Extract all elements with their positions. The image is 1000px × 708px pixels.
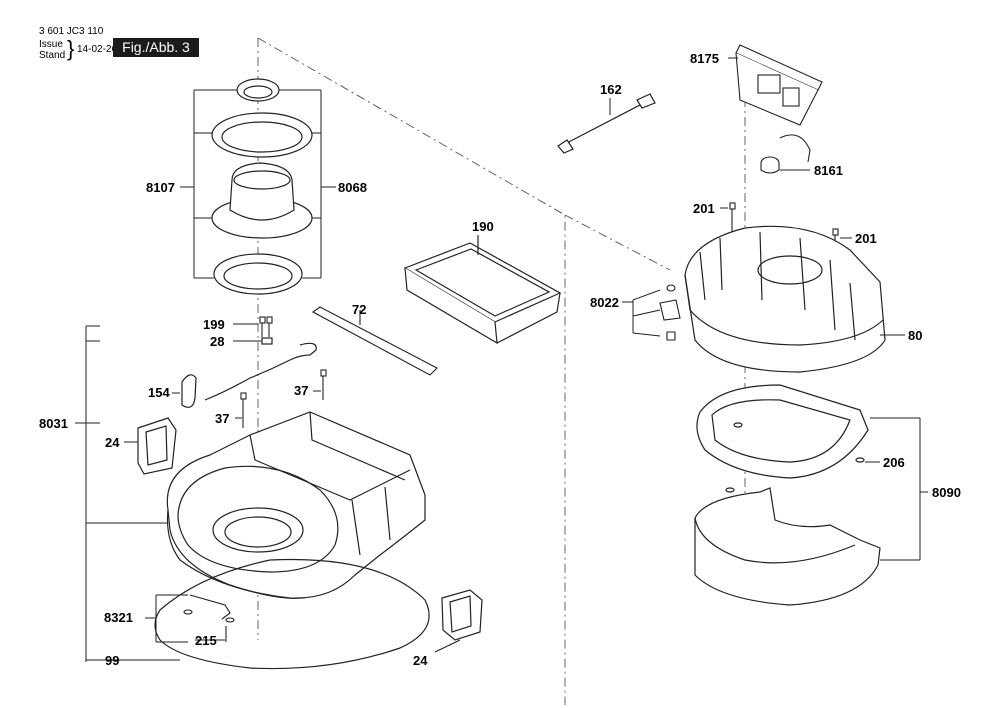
- label-8107: 8107: [146, 180, 175, 195]
- label-206: 206: [883, 455, 905, 470]
- label-199: 199: [203, 317, 225, 332]
- part-labels: 8107 8068 190 72 199 28 154 37 37 8031 2…: [39, 51, 961, 668]
- motor-assembly: [211, 78, 313, 295]
- label-8031: 8031: [39, 416, 68, 431]
- pcb-8175: [735, 44, 823, 126]
- issue-date: 14-02-26: [77, 44, 118, 55]
- gasket-99: [154, 558, 430, 670]
- motor-bracket-lines: [180, 89, 336, 279]
- leader-lines: [75, 57, 928, 662]
- filter-part: [403, 235, 562, 345]
- label-37-right: 37: [294, 383, 308, 398]
- latch-parts: [183, 594, 235, 642]
- issue-label: Issue: [39, 39, 63, 50]
- label-99: 99: [105, 653, 119, 668]
- label-215: 215: [195, 633, 217, 648]
- label-72: 72: [352, 302, 366, 317]
- cable-162: [557, 93, 656, 154]
- screws: [240, 316, 327, 428]
- bar-part-72: [311, 306, 438, 376]
- label-80: 80: [908, 328, 922, 343]
- label-24-left: 24: [105, 435, 120, 450]
- label-162: 162: [600, 82, 622, 97]
- label-37-left: 37: [215, 411, 229, 426]
- label-8321: 8321: [104, 610, 133, 625]
- dashed-guide-lines: [257, 37, 746, 705]
- label-8161: 8161: [814, 163, 843, 178]
- seal-ring: [696, 384, 869, 493]
- label-154: 154: [148, 385, 170, 400]
- label-8068: 8068: [338, 180, 367, 195]
- label-201-left: 201: [693, 201, 715, 216]
- stand-label: Stand: [39, 50, 66, 61]
- label-8175: 8175: [690, 51, 719, 66]
- label-8022: 8022: [590, 295, 619, 310]
- label-190: 190: [472, 219, 494, 234]
- figure-badge: Fig./Abb. 3: [113, 38, 199, 57]
- label-8090: 8090: [932, 485, 961, 500]
- clip-parts: [137, 417, 483, 641]
- label-28: 28: [210, 334, 224, 349]
- clip-8022: [659, 284, 681, 341]
- bracket-glyph: }: [67, 36, 75, 61]
- label-201-right: 201: [855, 231, 877, 246]
- housing-base: [166, 411, 426, 599]
- skirt-part: [694, 487, 881, 606]
- top-housing-80: [684, 225, 886, 373]
- doc-number: 3 601 JC3 110: [39, 26, 104, 37]
- label-24-bottom: 24: [413, 653, 428, 668]
- sensor-8161: [760, 134, 811, 174]
